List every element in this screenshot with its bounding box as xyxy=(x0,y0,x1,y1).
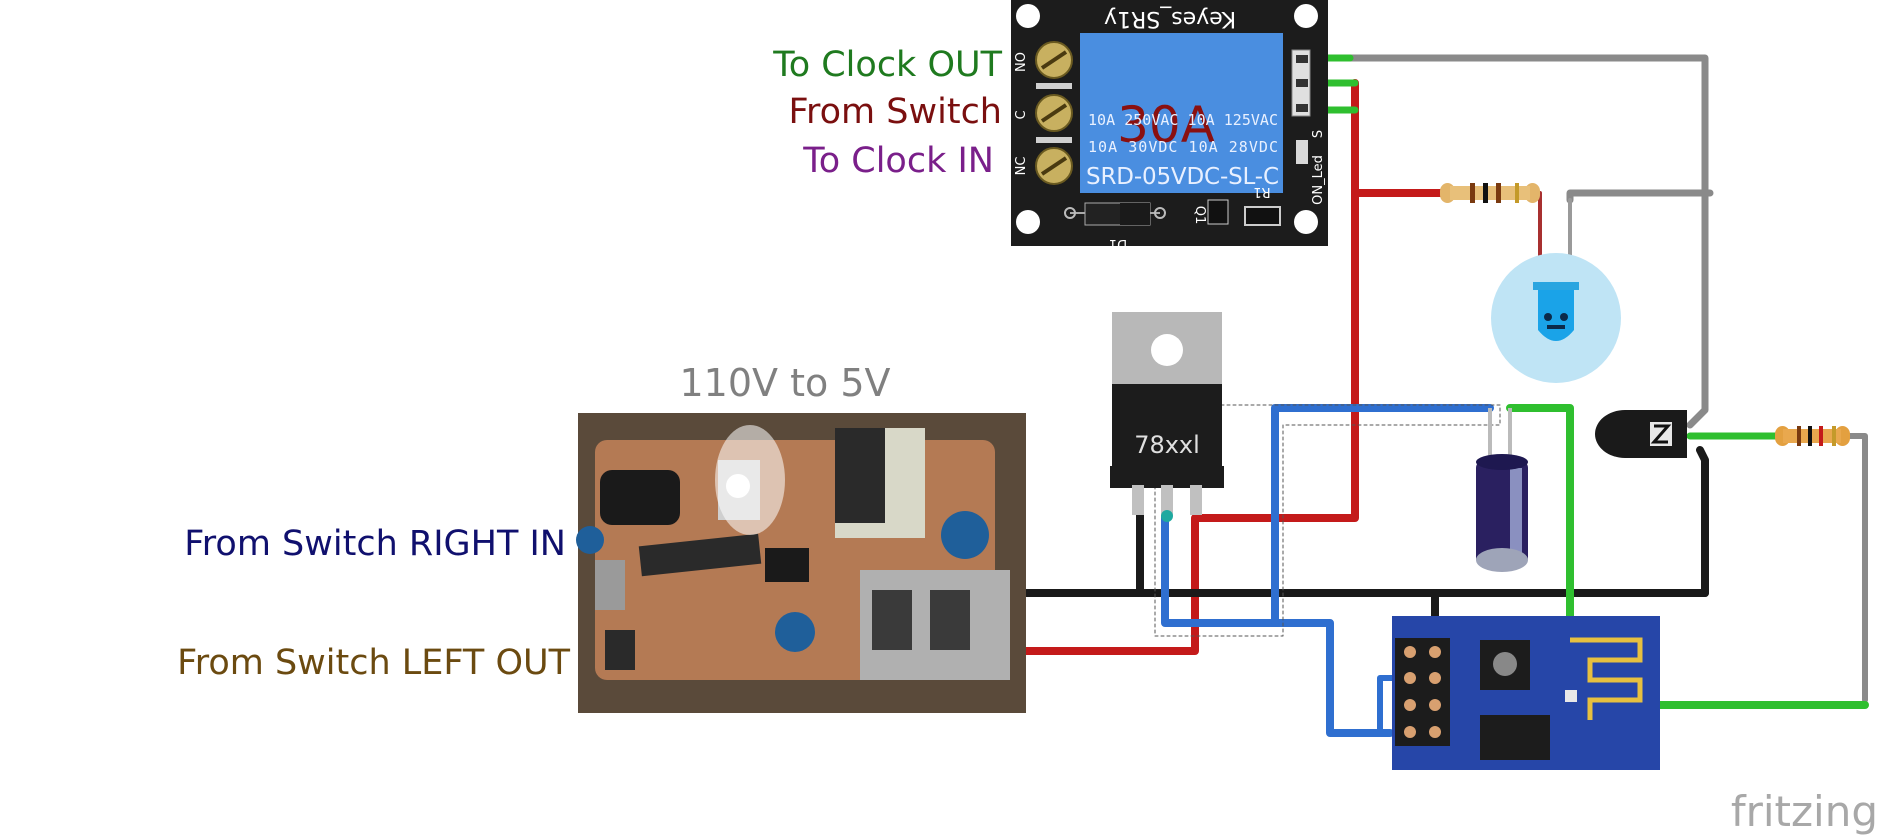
label-to-clock-in: To Clock IN xyxy=(802,141,994,181)
wire-blue-cap xyxy=(1271,404,1494,627)
mount-hole xyxy=(1016,210,1040,234)
transistor-npn xyxy=(1595,410,1687,458)
esp-header xyxy=(1395,638,1450,746)
label-from-switch: From Switch xyxy=(788,92,1002,132)
relay-silk-on-led: ON_Led xyxy=(1311,155,1326,205)
wire-gray-led-to-rail xyxy=(1566,189,1714,204)
mount-hole xyxy=(1016,4,1040,28)
label-from-switch-left-out: From Switch LEFT OUT xyxy=(177,643,570,683)
wire-red-vcc-relay xyxy=(936,79,1359,655)
relay-spec-line1: 10A 250VAC 10A 125VAC xyxy=(1088,111,1278,129)
regulator-label: 78xxl xyxy=(1134,431,1200,459)
wire-gray-relay-to-transistor xyxy=(1346,54,1709,429)
screw-terminal-no xyxy=(1035,41,1073,79)
esp8266-module xyxy=(1392,616,1660,770)
esp-header-pins xyxy=(1404,646,1441,738)
led-indicator xyxy=(1491,253,1621,383)
screw-terminal-nc xyxy=(1035,147,1073,185)
on-led-smd xyxy=(1296,140,1308,164)
relay-module: Keyes_SR1y 30A 10A 250VAC 10A 125VAC 10A… xyxy=(1011,0,1328,251)
label-from-switch-right-in: From Switch RIGHT IN xyxy=(184,524,566,564)
capacitor-electrolytic xyxy=(1476,408,1528,572)
relay-module-name: Keyes_SR1y xyxy=(1104,6,1236,31)
relay-pin-nc: NC xyxy=(1014,157,1029,176)
relay-silk-q1: Q1 xyxy=(1192,206,1207,225)
pcb-antenna xyxy=(1570,637,1643,720)
fritzing-watermark: fritzing xyxy=(1731,787,1878,836)
label-converter-title: 110V to 5V xyxy=(679,361,890,405)
relay-silk-r1: R1 xyxy=(1253,184,1270,199)
wire-gray-resistor-right xyxy=(1842,433,1868,703)
resistor-base xyxy=(1775,426,1850,446)
relay-model: SRD-05VDC-SL-C xyxy=(1086,164,1279,190)
diode-d1 xyxy=(1064,202,1166,226)
wire-blue-3v3 xyxy=(1161,508,1394,737)
terminal-block xyxy=(1030,35,1080,190)
relay-pin-c: C xyxy=(1014,110,1029,119)
flash-chip xyxy=(1480,715,1550,760)
transistor-q1 xyxy=(1207,199,1229,225)
voltage-regulator: 78xxl xyxy=(1110,312,1224,522)
relay-rating-big: 30A xyxy=(1117,96,1215,154)
resistor-r1 xyxy=(1244,206,1281,226)
mount-hole xyxy=(1294,4,1318,28)
relay-header-pins xyxy=(1291,49,1311,117)
mount-hole xyxy=(1294,210,1318,234)
relay-spec-line2: 10A 30VDC 10A 28VDC xyxy=(1088,138,1278,156)
wire-black-transistor xyxy=(1696,446,1709,597)
relay-silk-s: S xyxy=(1311,130,1326,138)
converter-board-photo xyxy=(576,413,1026,713)
relay-pin-no: NO xyxy=(1014,52,1029,72)
resistor-led xyxy=(1440,183,1540,203)
selection-outline xyxy=(1154,404,1501,637)
wire-blue-esp-pins xyxy=(1377,675,1398,736)
regulator-body xyxy=(1112,384,1222,485)
wire-green-cap-esp xyxy=(1506,404,1574,709)
label-to-clock-out: To Clock OUT xyxy=(772,45,1002,85)
relay-silk-d1: D1 xyxy=(1109,236,1127,251)
screw-terminal-c xyxy=(1035,94,1073,132)
relay-body xyxy=(1080,33,1283,193)
